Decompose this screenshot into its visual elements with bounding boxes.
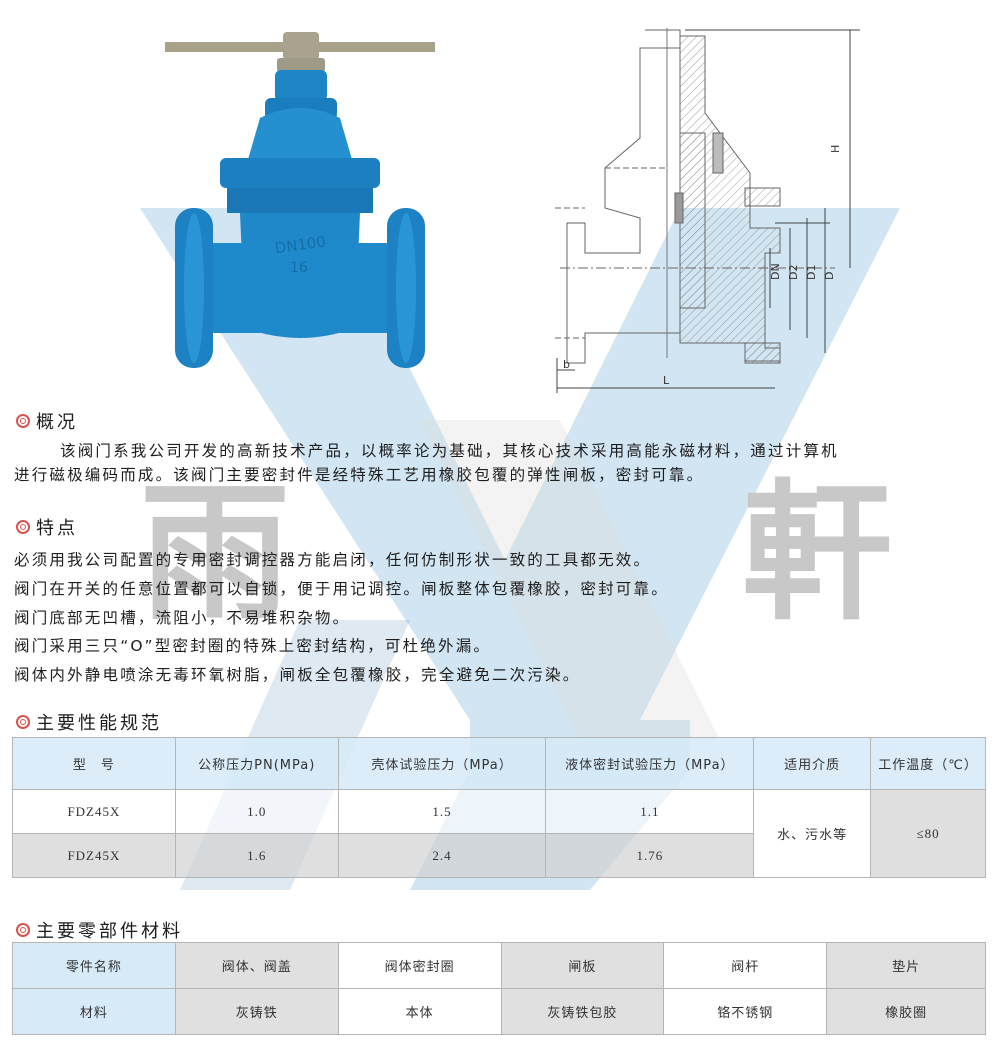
cell-seal: 1.76 xyxy=(545,833,755,878)
header-medium: 适用介质 xyxy=(753,737,872,790)
features-heading: 特点 xyxy=(16,514,78,540)
material-cell: 灰铸铁包胶 xyxy=(500,988,665,1035)
cell-shell: 1.5 xyxy=(337,789,547,834)
circle-bullet-icon xyxy=(16,715,30,729)
cell-medium: 水、污水等 xyxy=(753,789,872,878)
dim-label-d2: D2 xyxy=(787,265,800,280)
cell-model: FDZ45X xyxy=(12,789,176,834)
cell-seal: 1.1 xyxy=(545,789,755,834)
material-cell: 灰铸铁 xyxy=(174,988,339,1035)
dim-label-d: D xyxy=(823,272,836,280)
table-row: FDZ45X 1.6 2.4 1.76 xyxy=(12,833,986,878)
feature-item: 必须用我公司配置的专用密封调控器方能启闭，任何仿制形状一致的工具都无效。 xyxy=(14,551,652,569)
circle-bullet-icon xyxy=(16,520,30,534)
table-row: 零件名称 阀体、阀盖 阀体密封圈 闸板 阀杆 垫片 xyxy=(12,942,986,989)
circle-bullet-icon xyxy=(16,414,30,428)
materials-heading: 主要零部件材料 xyxy=(16,917,183,943)
header-seal-test-pressure: 液体密封试验压力（MPa） xyxy=(545,737,755,790)
header-temperature: 工作温度（℃） xyxy=(870,737,986,790)
part-name-cell: 阀杆 xyxy=(663,942,828,989)
material-label: 材料 xyxy=(12,988,176,1035)
header-nominal-pressure: 公称压力PN(MPa) xyxy=(174,737,339,790)
feature-item: 阀体内外静电喷涂无毒环氧树脂，闸板全包覆橡胶，完全避免二次污染。 xyxy=(14,666,581,684)
overview-line-1: 该阀门系我公司开发的高新技术产品，以概率论为基础，其核心技术采用高能永磁材料，通… xyxy=(60,442,839,460)
gate-valve-photo: DN100 16 xyxy=(165,32,435,368)
cell-pn: 1.0 xyxy=(174,789,339,834)
circle-bullet-icon xyxy=(16,923,30,937)
dim-label-l: L xyxy=(663,374,670,387)
casting-mark-pn: 16 xyxy=(290,260,308,276)
materials-title: 主要零部件材料 xyxy=(36,921,183,942)
cell-pn: 1.6 xyxy=(174,833,339,878)
dim-label-h: H xyxy=(829,145,842,153)
dim-label-b: b xyxy=(563,358,570,371)
part-name-label: 零件名称 xyxy=(12,942,176,989)
table-header-row: 型 号 公称压力PN(MPa) 壳体试验压力（MPa） 液体密封试验压力（MPa… xyxy=(12,737,986,790)
dim-label-dn: DN xyxy=(769,263,782,280)
part-name-cell: 阀体密封圈 xyxy=(337,942,502,989)
material-cell: 本体 xyxy=(337,988,502,1035)
features-title: 特点 xyxy=(36,518,78,539)
specs-heading: 主要性能规范 xyxy=(16,709,162,735)
feature-item: 阀门采用三只“O”型密封圈的特殊上密封结构，可杜绝外漏。 xyxy=(14,637,492,655)
feature-item: 阀门底部无凹槽，流阻小，不易堆积杂物。 xyxy=(14,609,351,627)
table-row: FDZ45X 1.0 1.5 1.1 水、污水等 ≤80 xyxy=(12,789,986,878)
overview-line-2: 进行磁极编码而成。该阀门主要密封件是经特殊工艺用橡胶包覆的弹性闸板，密封可靠。 xyxy=(14,466,705,484)
header-shell-test-pressure: 壳体试验压力（MPa） xyxy=(337,737,547,790)
header-model: 型 号 xyxy=(12,737,176,790)
valve-section-drawing: H DN D2 D1 D b L xyxy=(555,28,860,393)
cell-temperature: ≤80 xyxy=(870,789,986,878)
cell-shell: 2.4 xyxy=(337,833,547,878)
overview-title: 概况 xyxy=(36,412,78,433)
feature-item: 阀门在开关的任意位置都可以自锁，便于用记调控。闸板整体包覆橡胶，密封可靠。 xyxy=(14,580,669,598)
materials-table: 零件名称 阀体、阀盖 阀体密封圈 闸板 阀杆 垫片 材料 灰铸铁 本体 灰铸铁包… xyxy=(12,942,986,1035)
table-row: 材料 灰铸铁 本体 灰铸铁包胶 铬不锈钢 橡胶圈 xyxy=(12,988,986,1035)
material-cell: 橡胶圈 xyxy=(826,988,986,1035)
watermark-char-left: 雨 xyxy=(140,465,291,641)
watermark-char-right: 軒 xyxy=(742,465,893,641)
dim-label-d1: D1 xyxy=(805,265,818,280)
material-cell: 铬不锈钢 xyxy=(663,988,828,1035)
overview-paragraph: 该阀门系我公司开发的高新技术产品，以概率论为基础，其核心技术采用高能永磁材料，通… xyxy=(14,439,984,487)
specs-title: 主要性能规范 xyxy=(36,713,162,734)
part-name-cell: 垫片 xyxy=(826,942,986,989)
overview-heading: 概况 xyxy=(16,408,78,434)
part-name-cell: 闸板 xyxy=(500,942,665,989)
performance-spec-table: 型 号 公称压力PN(MPa) 壳体试验压力（MPa） 液体密封试验压力（MPa… xyxy=(12,737,986,878)
cell-model: FDZ45X xyxy=(12,833,176,878)
part-name-cell: 阀体、阀盖 xyxy=(174,942,339,989)
